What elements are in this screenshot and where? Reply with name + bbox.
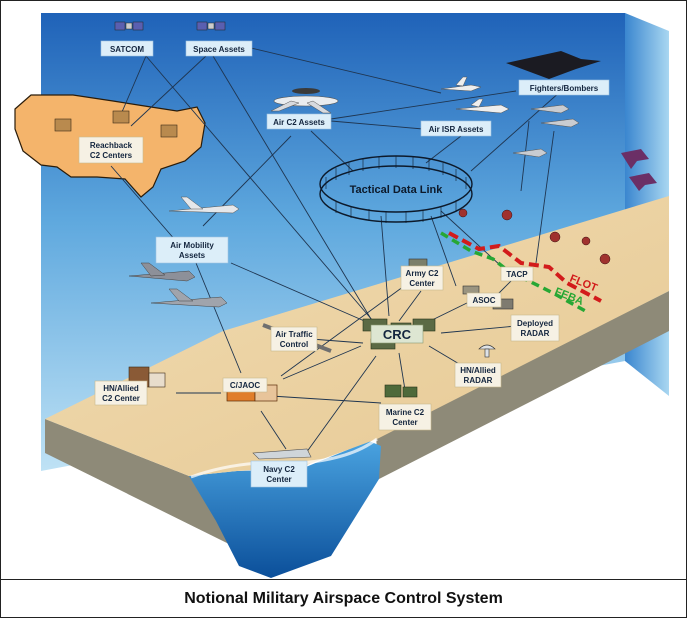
- cargo-aircraft-icon: [150, 288, 228, 308]
- cjaoc-label: C/JAOC: [230, 381, 260, 390]
- node-air-isr-assets: Air ISR Assets: [420, 120, 492, 137]
- node-tacp: TACP: [500, 266, 534, 282]
- node-army-c2: Army C2 Center: [400, 265, 444, 291]
- node-air-traffic-control: Air Traffic Control: [270, 326, 318, 352]
- caption-bar: Notional Military Airspace Control Syste…: [1, 579, 686, 618]
- satcom-label: SATCOM: [110, 45, 144, 54]
- hn-c2-label-line1: HN/Allied: [103, 384, 139, 393]
- fighter-aircraft-icon: [512, 104, 580, 158]
- awacs-aircraft-icon: [270, 88, 339, 114]
- land-surface: [45, 196, 669, 476]
- satellite-icon: [114, 21, 144, 31]
- reachback-buildings-icon: [54, 110, 178, 138]
- enemy-threat-icons: [458, 208, 611, 265]
- link-lines: [110, 47, 562, 454]
- node-hn-allied-c2: HN/Allied C2 Center: [94, 380, 148, 406]
- terrain-right-wall: [376, 291, 669, 479]
- hn-c2-label-line2: C2 Center: [102, 394, 140, 403]
- marine-c2-label-line2: Center: [392, 418, 417, 427]
- node-marine-c2: Marine C2 Center: [378, 403, 432, 431]
- node-crc: CRC: [370, 324, 424, 344]
- army-c2-label-line2: Center: [409, 279, 434, 288]
- node-air-c2-assets: Air C2 Assets: [266, 113, 332, 130]
- bomber-aircraft-icon: [506, 51, 601, 79]
- fighters-bombers-label: Fighters/Bombers: [530, 84, 599, 93]
- air-isr-assets-label: Air ISR Assets: [429, 125, 484, 134]
- radar-dish-icon: [478, 344, 496, 358]
- tacp-label: TACP: [506, 270, 528, 279]
- node-cjaoc: C/JAOC: [222, 377, 268, 393]
- navy-c2-label-line2: Center: [266, 475, 291, 484]
- air-traffic-label-line2: Control: [280, 340, 308, 349]
- tanker-aircraft-icon: [168, 196, 240, 214]
- node-navy-c2: Navy C2 Center: [250, 460, 308, 488]
- node-space-assets: Space Assets: [185, 40, 253, 57]
- air-c2-assets-label: Air C2 Assets: [273, 118, 325, 127]
- flot-line: [448, 231, 602, 303]
- navy-c2-label-line1: Navy C2: [263, 465, 295, 474]
- tactical-data-link-ring: [319, 155, 473, 223]
- deployed-radar-label-line2: RADAR: [521, 329, 550, 338]
- node-hn-allied-radar: HN/Allied RADAR: [454, 362, 502, 388]
- node-satcom: SATCOM: [100, 40, 154, 57]
- marine-c2-vehicles-icon: [384, 384, 418, 398]
- asoc-label: ASOC: [472, 296, 495, 305]
- isr-drone-icon: [455, 98, 510, 114]
- tactical-data-link-label: Tactical Data Link: [350, 184, 444, 196]
- air-mobility-label-line2: Assets: [179, 251, 206, 260]
- space-assets-label: Space Assets: [193, 45, 245, 54]
- air-traffic-label-line1: Air Traffic: [275, 330, 313, 339]
- node-fighters-bombers: Fighters/Bombers: [518, 79, 610, 96]
- reachback-label-line1: Reachback: [90, 141, 133, 150]
- marine-c2-label-line1: Marine C2: [386, 408, 425, 417]
- navy-ship-icon: [252, 448, 312, 460]
- drone-aircraft-icon: [440, 76, 482, 92]
- sea-inlet: [189, 441, 381, 578]
- crc-label: CRC: [383, 327, 412, 342]
- node-reachback-c2: Reachback C2 Centers: [78, 136, 144, 164]
- terrain-front-wall: [45, 419, 233, 546]
- airspace-control-diagram: SATCOM Space Assets Fighters/Bombers Air…: [14, 13, 669, 578]
- deployed-radar-label-line1: Deployed: [517, 319, 553, 328]
- node-air-mobility: Air Mobility Assets: [155, 236, 229, 264]
- node-deployed-radar: Deployed RADAR: [510, 314, 560, 342]
- figure-caption: Notional Military Airspace Control Syste…: [184, 590, 503, 607]
- air-mobility-label-line1: Air Mobility: [170, 241, 214, 250]
- node-asoc: ASOC: [466, 292, 502, 308]
- army-c2-label-line1: Army C2: [406, 269, 439, 278]
- reachback-label-line2: C2 Centers: [90, 151, 133, 160]
- cargo-aircraft-icon: [128, 262, 196, 282]
- satellite-icon: [196, 21, 226, 31]
- hn-radar-label-line1: HN/Allied: [460, 366, 496, 375]
- hn-radar-label-line2: RADAR: [464, 376, 493, 385]
- enemy-fighter-icon: [621, 149, 657, 191]
- node-tactical-data-link: Tactical Data Link: [350, 184, 444, 196]
